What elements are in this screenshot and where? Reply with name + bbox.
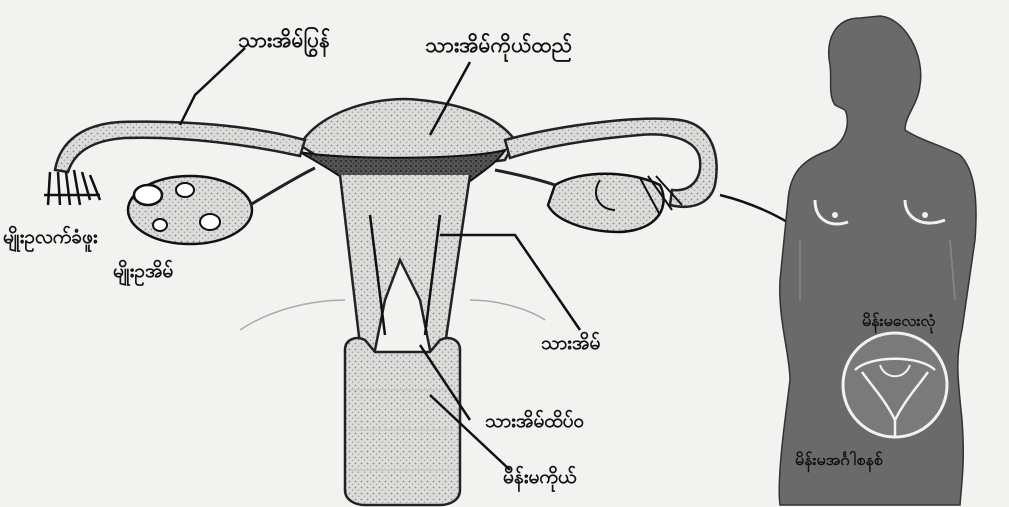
label-bottom-right: မိန်းမအင်္ဂါစနစ် (795, 452, 883, 468)
right-ovarian-ligament (495, 170, 555, 185)
pelvis-inset (843, 333, 947, 437)
left-ovary (128, 176, 252, 244)
label-fimbriae: မျိုးဥလက်ခံဖူး (3, 228, 98, 247)
label-ovary: မျိုးဥအိမ် (113, 262, 173, 281)
label-pelvis: မိန်းမလေးလုံ (862, 313, 935, 329)
left-fallopian-tube (55, 122, 305, 172)
label-uterus-body: သားအိမ်ကိုယ်ထည် (425, 35, 572, 56)
right-ovary (548, 174, 682, 232)
vagina-shape (345, 338, 460, 505)
label-uterus: သားအိမ် (541, 334, 600, 353)
label-vagina: မိန်းမကိုယ် (503, 468, 576, 487)
leader-lines (180, 48, 870, 470)
cervix-shape (340, 175, 470, 350)
label-cervix: သားအိမ်ထိပ်ဝ (485, 412, 584, 431)
left-ovarian-ligament (250, 168, 315, 205)
label-fallopian-tube: သားအိမ်ပြွန် (238, 30, 330, 51)
pelvic-outline (240, 300, 545, 330)
left-fimbriae (44, 170, 100, 205)
